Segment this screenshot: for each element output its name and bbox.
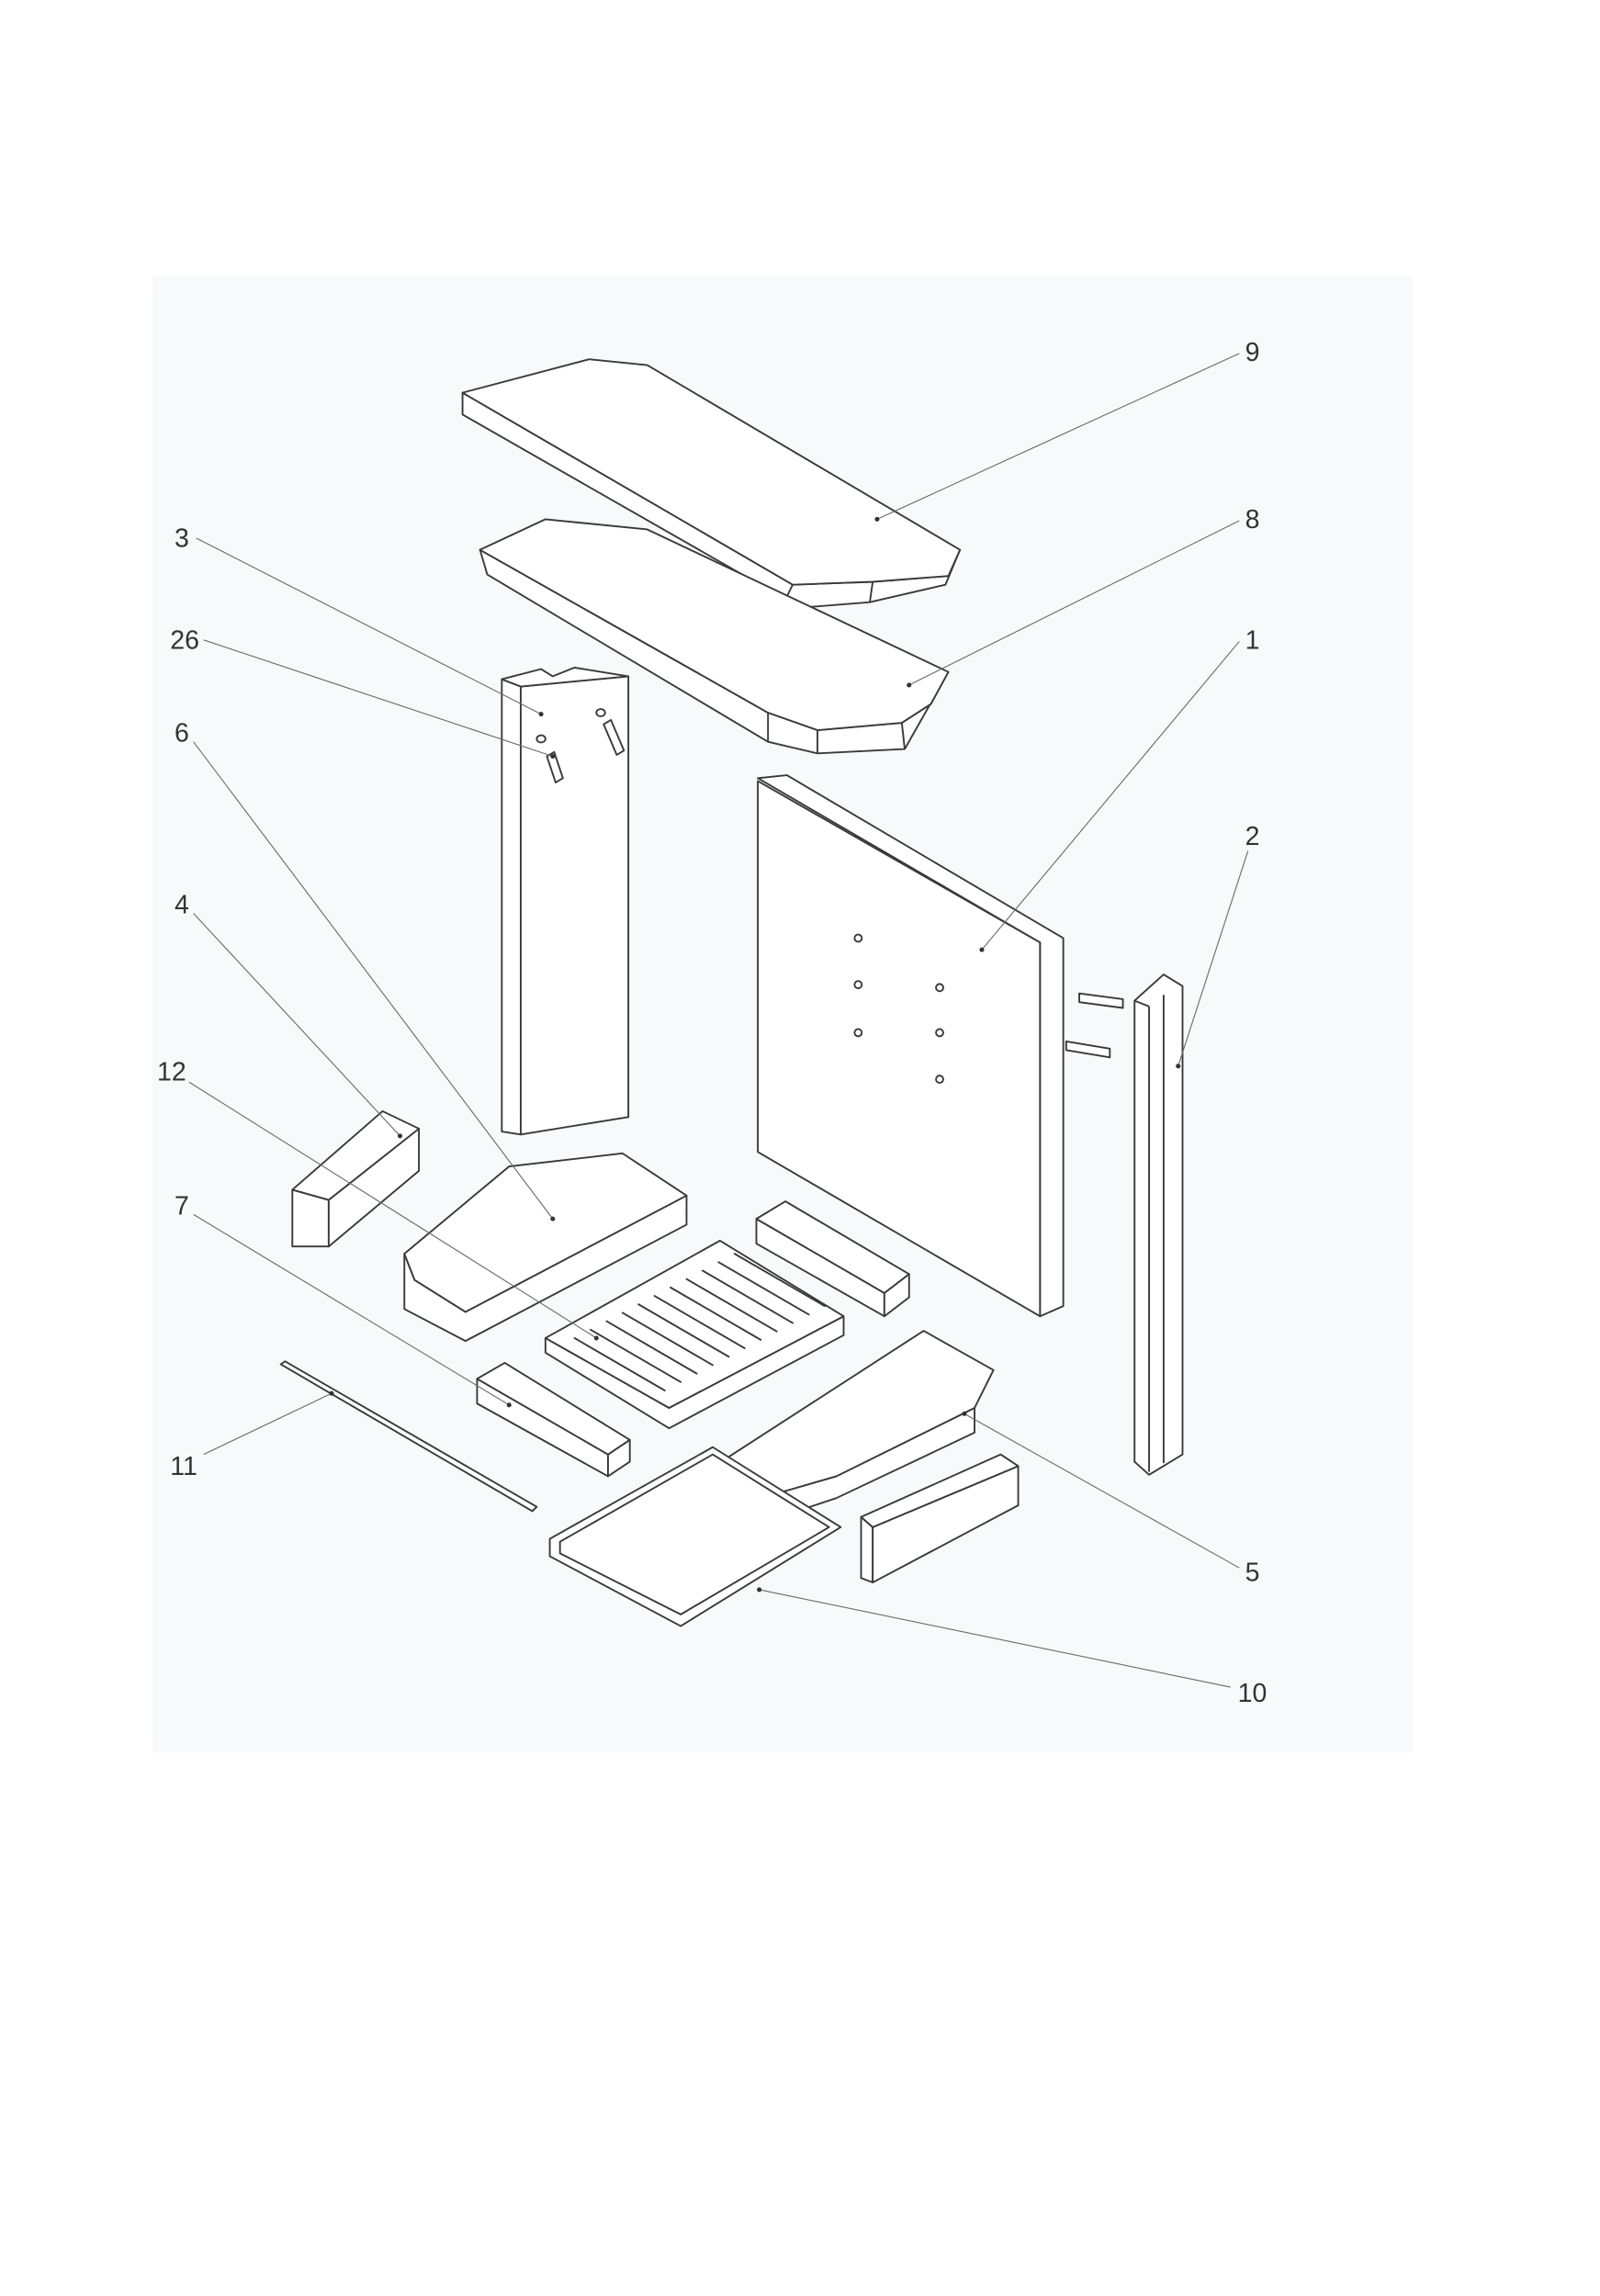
leader-line (963, 1412, 1240, 1569)
leader-line (193, 741, 554, 1220)
part-1-back-panel (757, 774, 1065, 1318)
leader-line (188, 1081, 597, 1339)
part-8-plate (479, 518, 950, 755)
label-2: 2 (1245, 822, 1260, 851)
part-labels: 9 8 1 2 5 10 3 26 6 4 12 7 11 (157, 338, 1267, 1708)
leader-dot (979, 947, 985, 952)
leader-dot (506, 1402, 512, 1408)
label-26: 26 (170, 625, 199, 655)
label-9: 9 (1245, 338, 1260, 367)
grate-slot (653, 1295, 746, 1350)
leader-line (203, 1392, 332, 1456)
leader-line (196, 537, 542, 715)
leader-dot (550, 753, 556, 760)
part-6-floor-slab (403, 1152, 688, 1343)
leader-line (876, 353, 1240, 520)
leader-dot (538, 712, 544, 717)
leader-dot (1176, 1064, 1181, 1069)
part-11-rod (279, 1360, 538, 1513)
leader-dot (550, 1216, 556, 1221)
label-7: 7 (175, 1191, 189, 1221)
grate-slot (701, 1269, 794, 1324)
grate-slot (637, 1303, 730, 1358)
leader-line (193, 1213, 510, 1406)
leader-dot (962, 1411, 967, 1416)
leader-line (203, 639, 553, 758)
part-2-front-post (1133, 974, 1184, 1476)
label-1: 1 (1245, 625, 1260, 655)
grate-slot (573, 1337, 666, 1391)
leader-dot (397, 1133, 403, 1139)
pins (1065, 992, 1124, 1059)
label-3: 3 (175, 523, 189, 553)
leader-line (908, 520, 1240, 686)
part-9-top-plate (461, 358, 962, 609)
grate-slot (670, 1286, 762, 1341)
grate-slot (590, 1328, 682, 1383)
label-12: 12 (157, 1058, 186, 1087)
label-11: 11 (170, 1452, 197, 1481)
label-6: 6 (175, 719, 189, 748)
leader-line (759, 1589, 1231, 1688)
leader-line (981, 641, 1240, 951)
part-26-pin (546, 750, 564, 783)
grate-slot (621, 1311, 714, 1367)
leader-dot (593, 1335, 599, 1341)
label-5: 5 (1245, 1558, 1260, 1587)
leader-lines (188, 353, 1249, 1688)
leader-dot (907, 682, 912, 688)
grate-slot (685, 1277, 778, 1333)
side-block (755, 1200, 910, 1318)
leader-line (193, 913, 400, 1137)
leader-dot (874, 516, 880, 522)
grate-slot (717, 1261, 810, 1316)
label-10: 10 (1238, 1679, 1268, 1708)
leader-dot (757, 1587, 762, 1593)
leader-dot (329, 1390, 334, 1396)
grate-slot (733, 1253, 826, 1308)
part-10-ash-tray (548, 1446, 842, 1627)
leader-line (1177, 850, 1249, 1067)
part-3-side-pillar (501, 666, 630, 1136)
grate-slot (605, 1320, 698, 1375)
label-8: 8 (1245, 505, 1260, 535)
lower-block (860, 1453, 1020, 1583)
label-4: 4 (175, 891, 189, 920)
part-12-grate (544, 1239, 845, 1430)
part-4-block (291, 1109, 421, 1248)
